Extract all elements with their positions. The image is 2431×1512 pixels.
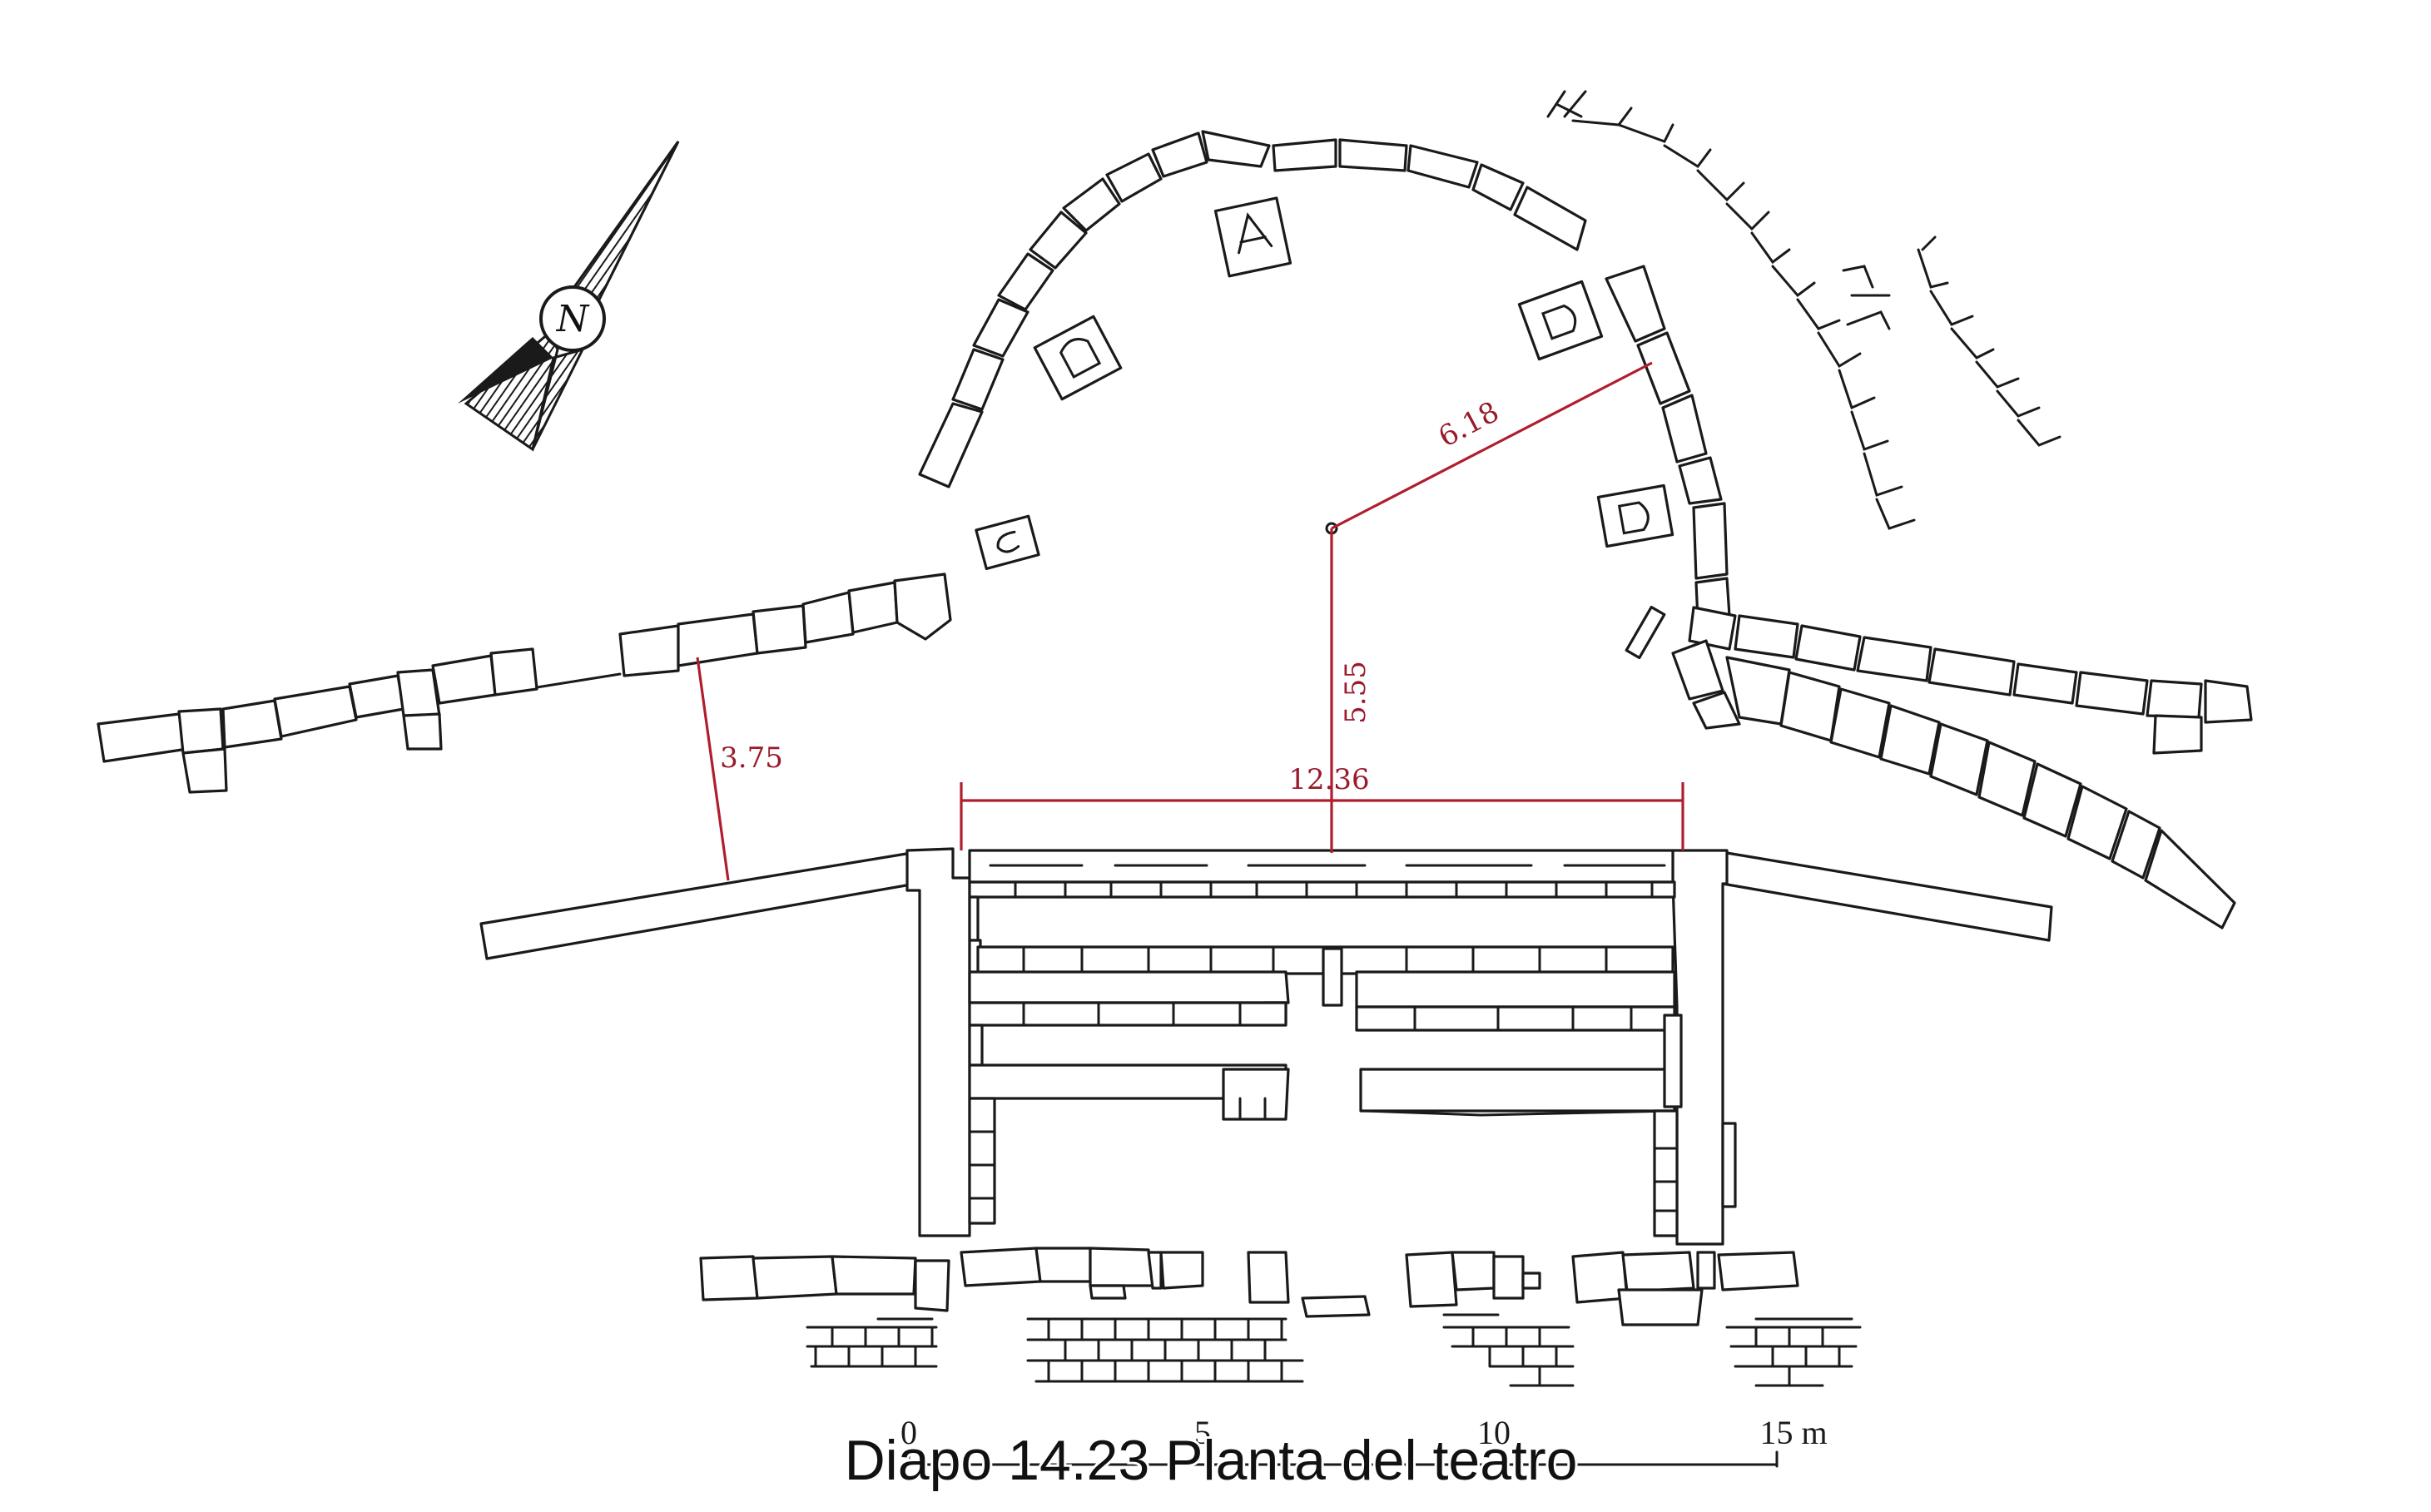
north-label: N [556, 298, 590, 340]
outer-stepped-terrace [1546, 90, 2061, 530]
brick-courses [806, 1313, 1862, 1387]
seat-blocks [975, 196, 1674, 660]
right-analemma-walls [1671, 606, 2253, 930]
scale-label-10: 10 [1477, 1414, 1511, 1451]
north-arrow-icon: N [458, 141, 680, 452]
dim-label-span: 12.36 [1288, 763, 1369, 796]
cavea-arc [918, 130, 1731, 622]
scene-building [905, 847, 1737, 1246]
offset-line [696, 657, 730, 881]
left-parodos-slab [479, 851, 917, 960]
scale-label-0: 0 [900, 1414, 917, 1451]
foundation-stones [699, 1247, 1799, 1326]
dim-label-offset: 3.75 [720, 741, 783, 775]
scale-label-5: 5 [1194, 1414, 1211, 1451]
scale-label-15m: 15 m [1759, 1414, 1827, 1451]
scale-bar: 0 5 10 15 m [900, 1414, 1828, 1468]
dim-label-radius-2: 5.55 [1339, 661, 1372, 724]
caption: Diapo 14.23 Planta del teatro [845, 1429, 1578, 1492]
radius-line-1 [1331, 361, 1653, 530]
right-parodos-slab [1721, 851, 2053, 942]
left-analemma-wall [97, 573, 952, 794]
